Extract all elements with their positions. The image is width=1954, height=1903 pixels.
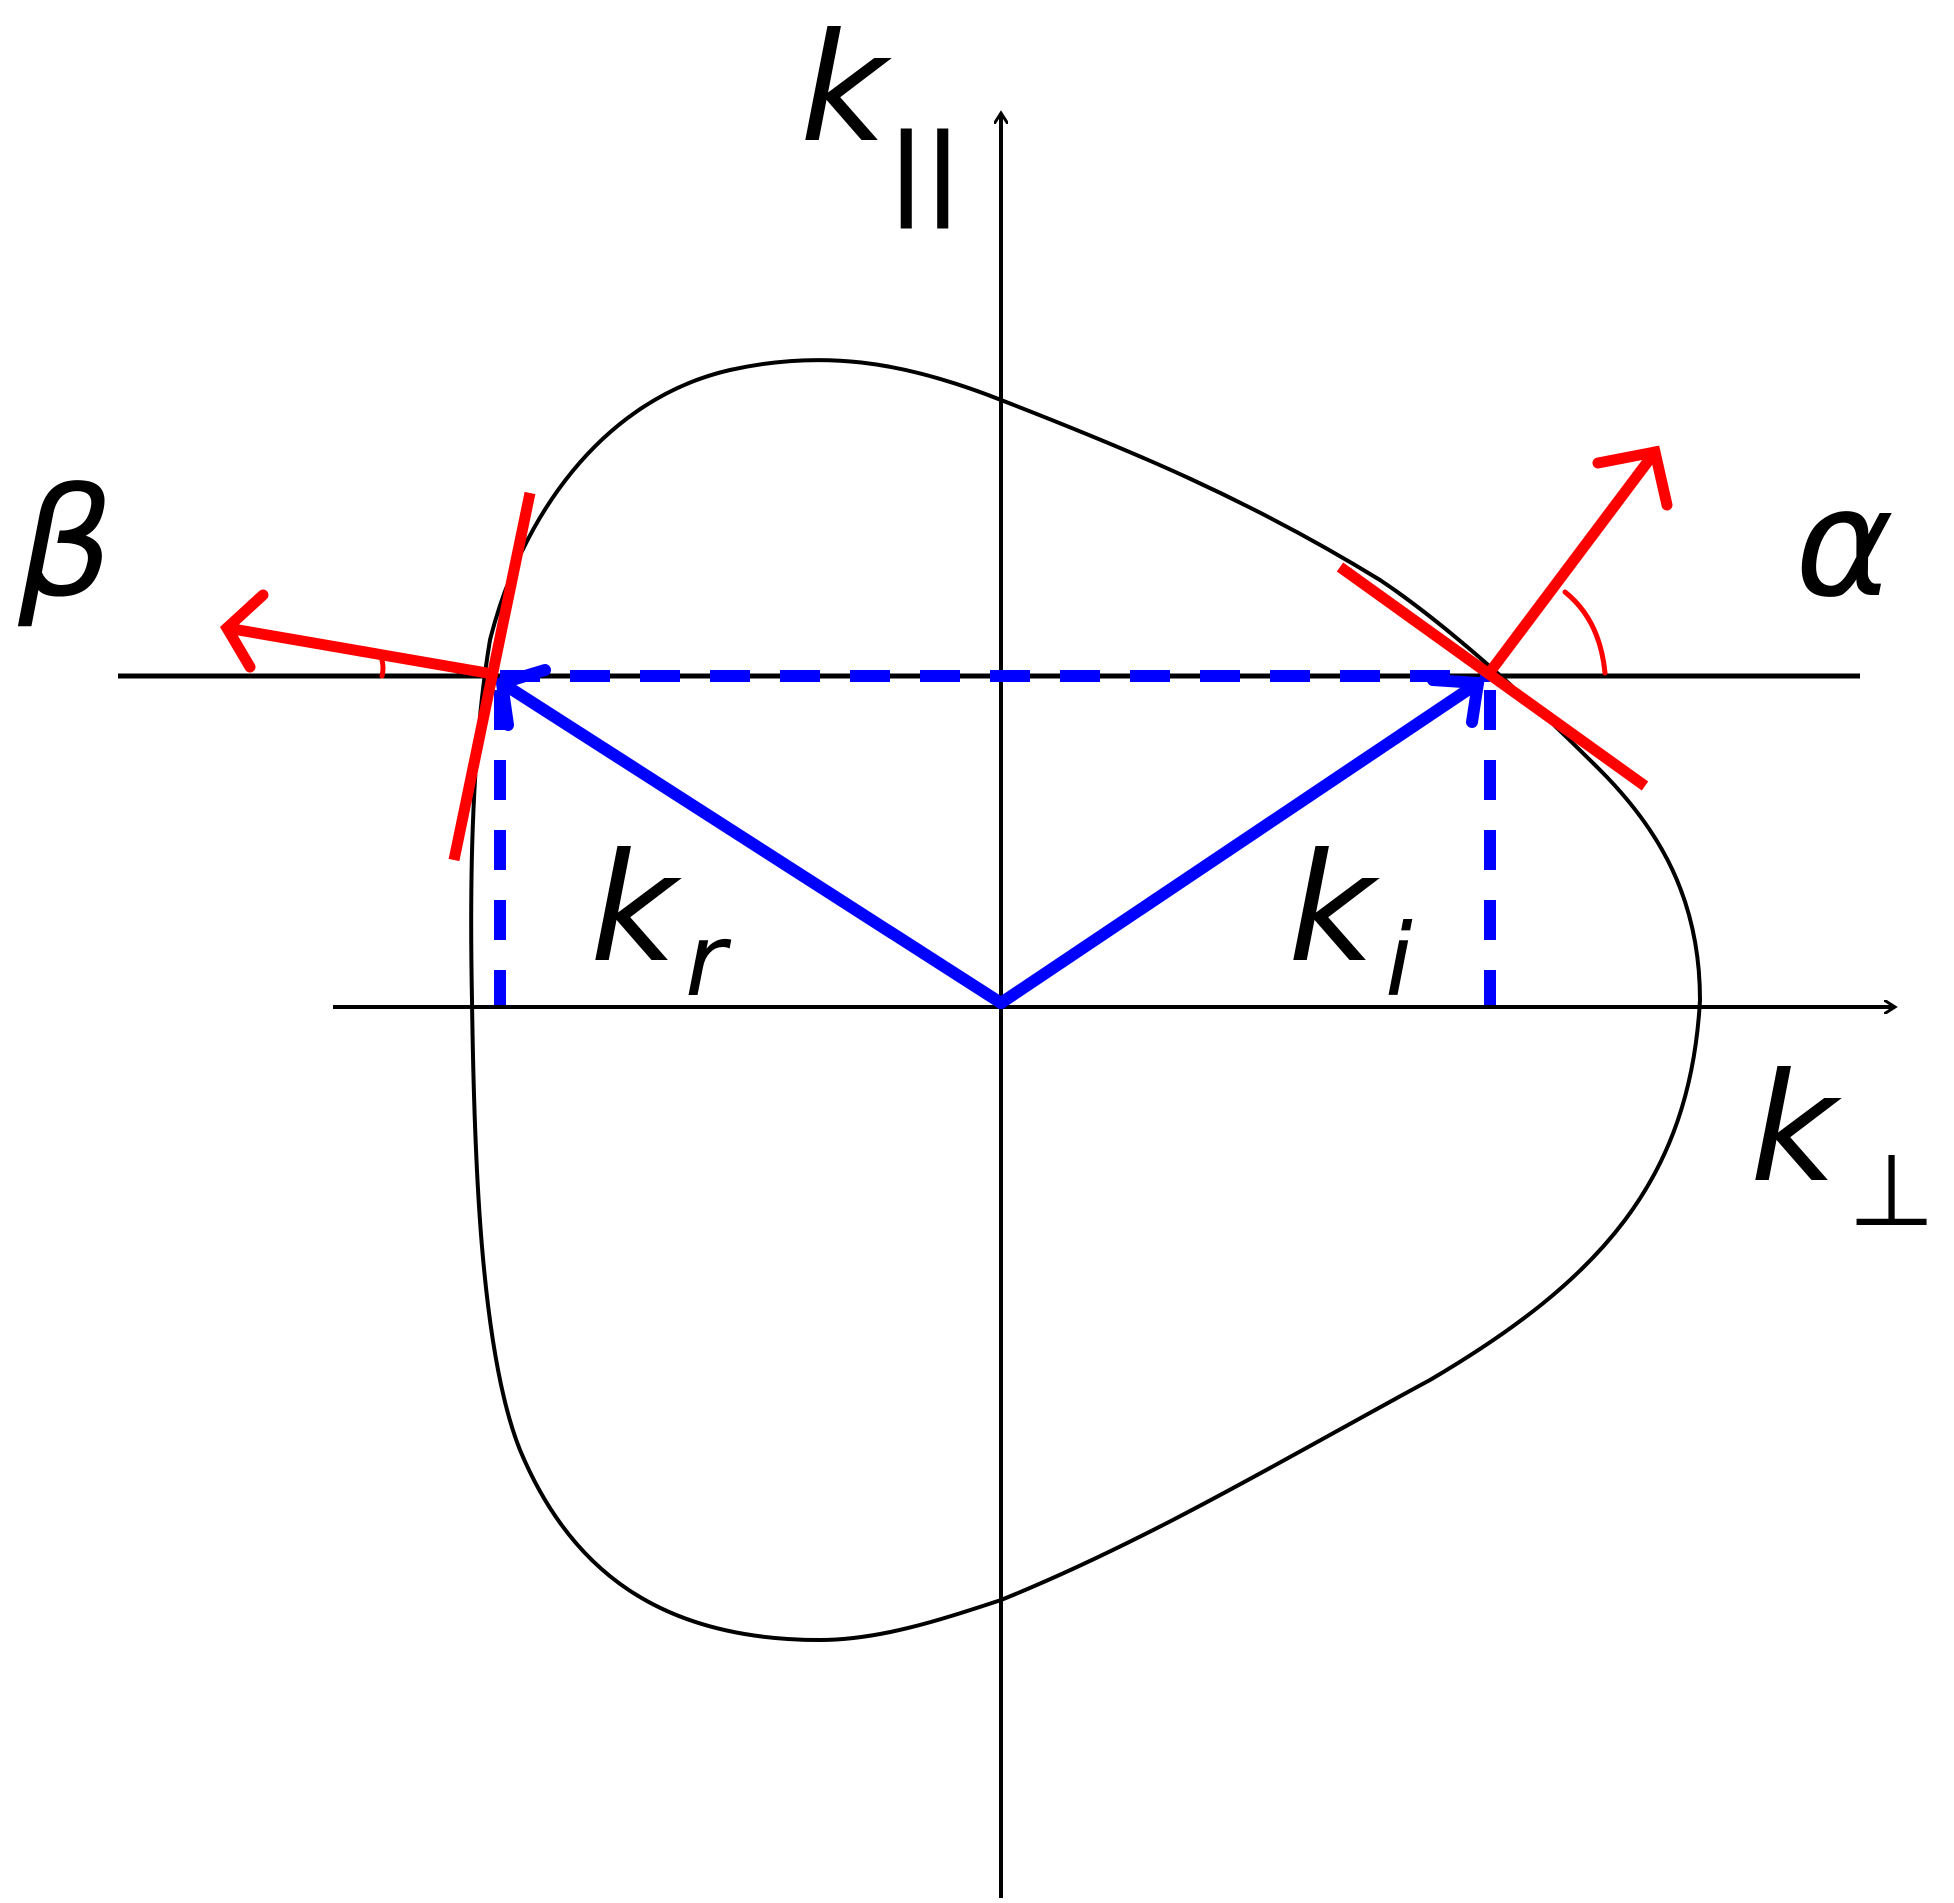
group-velocity-right	[1484, 446, 1661, 678]
k-r-vector	[496, 677, 1007, 1009]
label-k-i: k	[1288, 822, 1380, 996]
label-k-perp: k	[1750, 1042, 1842, 1216]
k-i-vector	[995, 677, 1484, 1009]
projection-lines	[494, 670, 1496, 1005]
angle-alpha-arc	[1562, 589, 1608, 676]
label-k-perp-sub: ⊥	[1848, 1132, 1935, 1249]
k-i-arrowhead	[1427, 674, 1485, 728]
group-velocity-left	[221, 622, 493, 679]
label-beta: β	[17, 457, 114, 631]
wavevectors	[495, 664, 1485, 1009]
label-k-r: k	[590, 822, 682, 996]
angle-beta-arc	[379, 657, 386, 679]
group-velocity-left-head	[219, 589, 269, 673]
k-r-arrowhead	[495, 664, 551, 731]
isofrequency-contour	[469, 358, 1703, 1643]
label-k-parallel: k	[800, 2, 892, 176]
label-k-i-sub: i	[1385, 902, 1413, 1019]
group-velocity-arrows	[219, 445, 1673, 679]
label-k-parallel-sub: ||	[888, 112, 961, 229]
group-velocity-right-head	[1592, 445, 1673, 511]
label-k-r-sub: r	[685, 902, 732, 1019]
label-alpha: α	[1795, 457, 1894, 631]
tangent-left	[448, 491, 536, 862]
